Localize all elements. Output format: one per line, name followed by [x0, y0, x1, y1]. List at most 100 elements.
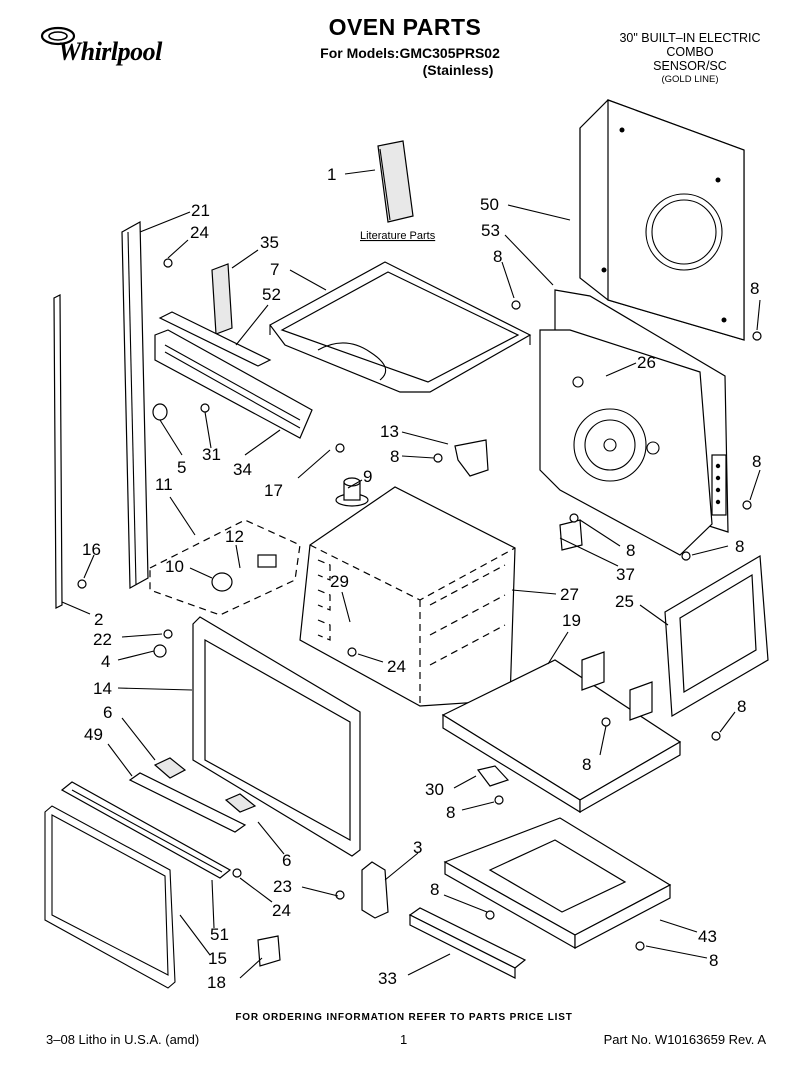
- callout-8-top: 8: [493, 247, 502, 266]
- part-number: Part No. W10163659 Rev. A: [603, 1032, 766, 1047]
- rear-back-panel: [579, 99, 745, 341]
- callout-43: 43: [698, 927, 717, 946]
- ordering-note: FOR ORDERING INFORMATION REFER TO PARTS …: [235, 1012, 573, 1023]
- callout-8-sensor: 8: [626, 541, 635, 560]
- callout-6-top: 6: [103, 703, 112, 722]
- control-knob: [211, 572, 233, 592]
- callout-8-panel-low: 8: [737, 697, 746, 716]
- callout-17: 17: [264, 481, 283, 500]
- literature-parts-label: Literature Parts: [360, 230, 436, 242]
- tray-bracket: [476, 765, 510, 787]
- page-number: 1: [400, 1032, 408, 1047]
- callout-22: 22: [93, 630, 112, 649]
- callout-31: 31: [202, 445, 221, 464]
- callout-35: 35: [260, 233, 279, 252]
- vent-bracket: [158, 311, 272, 367]
- callout-6-bottom: 6: [282, 851, 291, 870]
- grommet: [152, 403, 168, 421]
- callout-24-top: 24: [190, 223, 209, 242]
- callout-5: 5: [177, 458, 186, 477]
- spec-line-3: SENSOR/SC: [653, 59, 727, 73]
- callout-7: 7: [270, 260, 279, 279]
- callout-49: 49: [84, 725, 103, 744]
- callout-52: 52: [262, 285, 281, 304]
- callout-23: 23: [273, 877, 292, 896]
- callout-26: 26: [637, 353, 656, 372]
- callout-24-mid: 24: [387, 657, 406, 676]
- door-bottom-trim: [60, 781, 232, 879]
- callout-37: 37: [616, 565, 635, 584]
- callout-labels: 1 50 53 21 24 35 7 52 8 8 26 5 31 34 13 …: [82, 165, 761, 992]
- callout-13: 13: [380, 422, 399, 441]
- page-title: OVEN PARTS: [328, 14, 482, 40]
- vent-duct: [211, 263, 233, 335]
- callout-25: 25: [615, 592, 634, 611]
- switch-body: [257, 554, 277, 568]
- convection-back-panel: [539, 289, 729, 556]
- control-panel-trim: [154, 329, 313, 439]
- callout-4: 4: [101, 652, 110, 671]
- whirlpool-logo: [40, 26, 76, 46]
- spec-line-2: COMBO: [666, 45, 714, 59]
- bottom-support-frame: [443, 817, 672, 950]
- leader-lines: [61, 169, 761, 979]
- litho-info: 3–08 Litho in U.S.A. (amd): [46, 1032, 200, 1047]
- callout-18: 18: [207, 973, 226, 992]
- callout-8-bottom: 8: [709, 951, 718, 970]
- spec-line-1: 30" BUILT–IN ELECTRIC: [619, 31, 761, 45]
- door-frame: [192, 616, 361, 857]
- door-bracket-right: [224, 793, 257, 813]
- bottom-tray: [441, 651, 682, 814]
- door-bracket: [153, 757, 187, 779]
- callout-8-mid: 8: [390, 447, 399, 466]
- door-clip: [257, 935, 281, 967]
- callout-24-bottom: 24: [272, 901, 291, 920]
- brand-wordmark: Whirlpool: [58, 37, 162, 66]
- door-hinge-receptacle: [361, 861, 389, 919]
- model-number: For Models:GMC305PRS02: [320, 45, 500, 61]
- model-finish: (Stainless): [422, 62, 494, 78]
- callout-51: 51: [210, 925, 229, 944]
- callout-2: 2: [94, 610, 103, 629]
- side-insulation-panel: [664, 554, 769, 718]
- callout-50: 50: [480, 195, 499, 214]
- product-spec: 30" BUILT–IN ELECTRIC COMBO SENSOR/SC (G…: [600, 31, 780, 87]
- callout-8-panel: 8: [735, 537, 744, 556]
- door-gasket: [44, 805, 176, 989]
- callout-11: 11: [155, 475, 173, 494]
- literature-booklet: [377, 140, 414, 223]
- model-info: For Models:GMC305PRS02 (Stainless): [300, 45, 520, 79]
- callout-29: 29: [330, 572, 349, 591]
- door-vent-trim: [128, 772, 247, 833]
- callout-14: 14: [93, 679, 112, 698]
- callout-16: 16: [82, 540, 101, 559]
- left-side-trim: [53, 294, 63, 609]
- callout-1: 1: [327, 165, 336, 184]
- callout-30: 30: [425, 780, 444, 799]
- spacer: [153, 644, 167, 658]
- callout-10: 10: [165, 557, 184, 576]
- screws: [77, 258, 762, 951]
- oven-sensor: [559, 519, 583, 551]
- callout-8-bracket: 8: [446, 803, 455, 822]
- spec-line-4: (GOLD LINE): [661, 74, 719, 85]
- oven-cavity: [299, 486, 516, 707]
- right-side-trim: [121, 220, 149, 590]
- hinge-bracket: [454, 439, 489, 477]
- callout-8-right: 8: [750, 279, 759, 298]
- callout-27: 27: [560, 585, 579, 604]
- callout-8-frame: 8: [430, 880, 439, 899]
- callout-3: 3: [413, 838, 422, 857]
- callout-19: 19: [562, 611, 581, 630]
- callout-15: 15: [208, 949, 227, 968]
- callout-12: 12: [225, 527, 244, 546]
- callout-34: 34: [233, 460, 252, 479]
- callout-53: 53: [481, 221, 500, 240]
- callout-8-right-lower: 8: [752, 452, 761, 471]
- callout-21: 21: [191, 201, 210, 220]
- callout-8-tray: 8: [582, 755, 591, 774]
- callout-33: 33: [378, 969, 397, 988]
- oven-top-plate: [269, 261, 532, 393]
- front-rail: [408, 907, 527, 979]
